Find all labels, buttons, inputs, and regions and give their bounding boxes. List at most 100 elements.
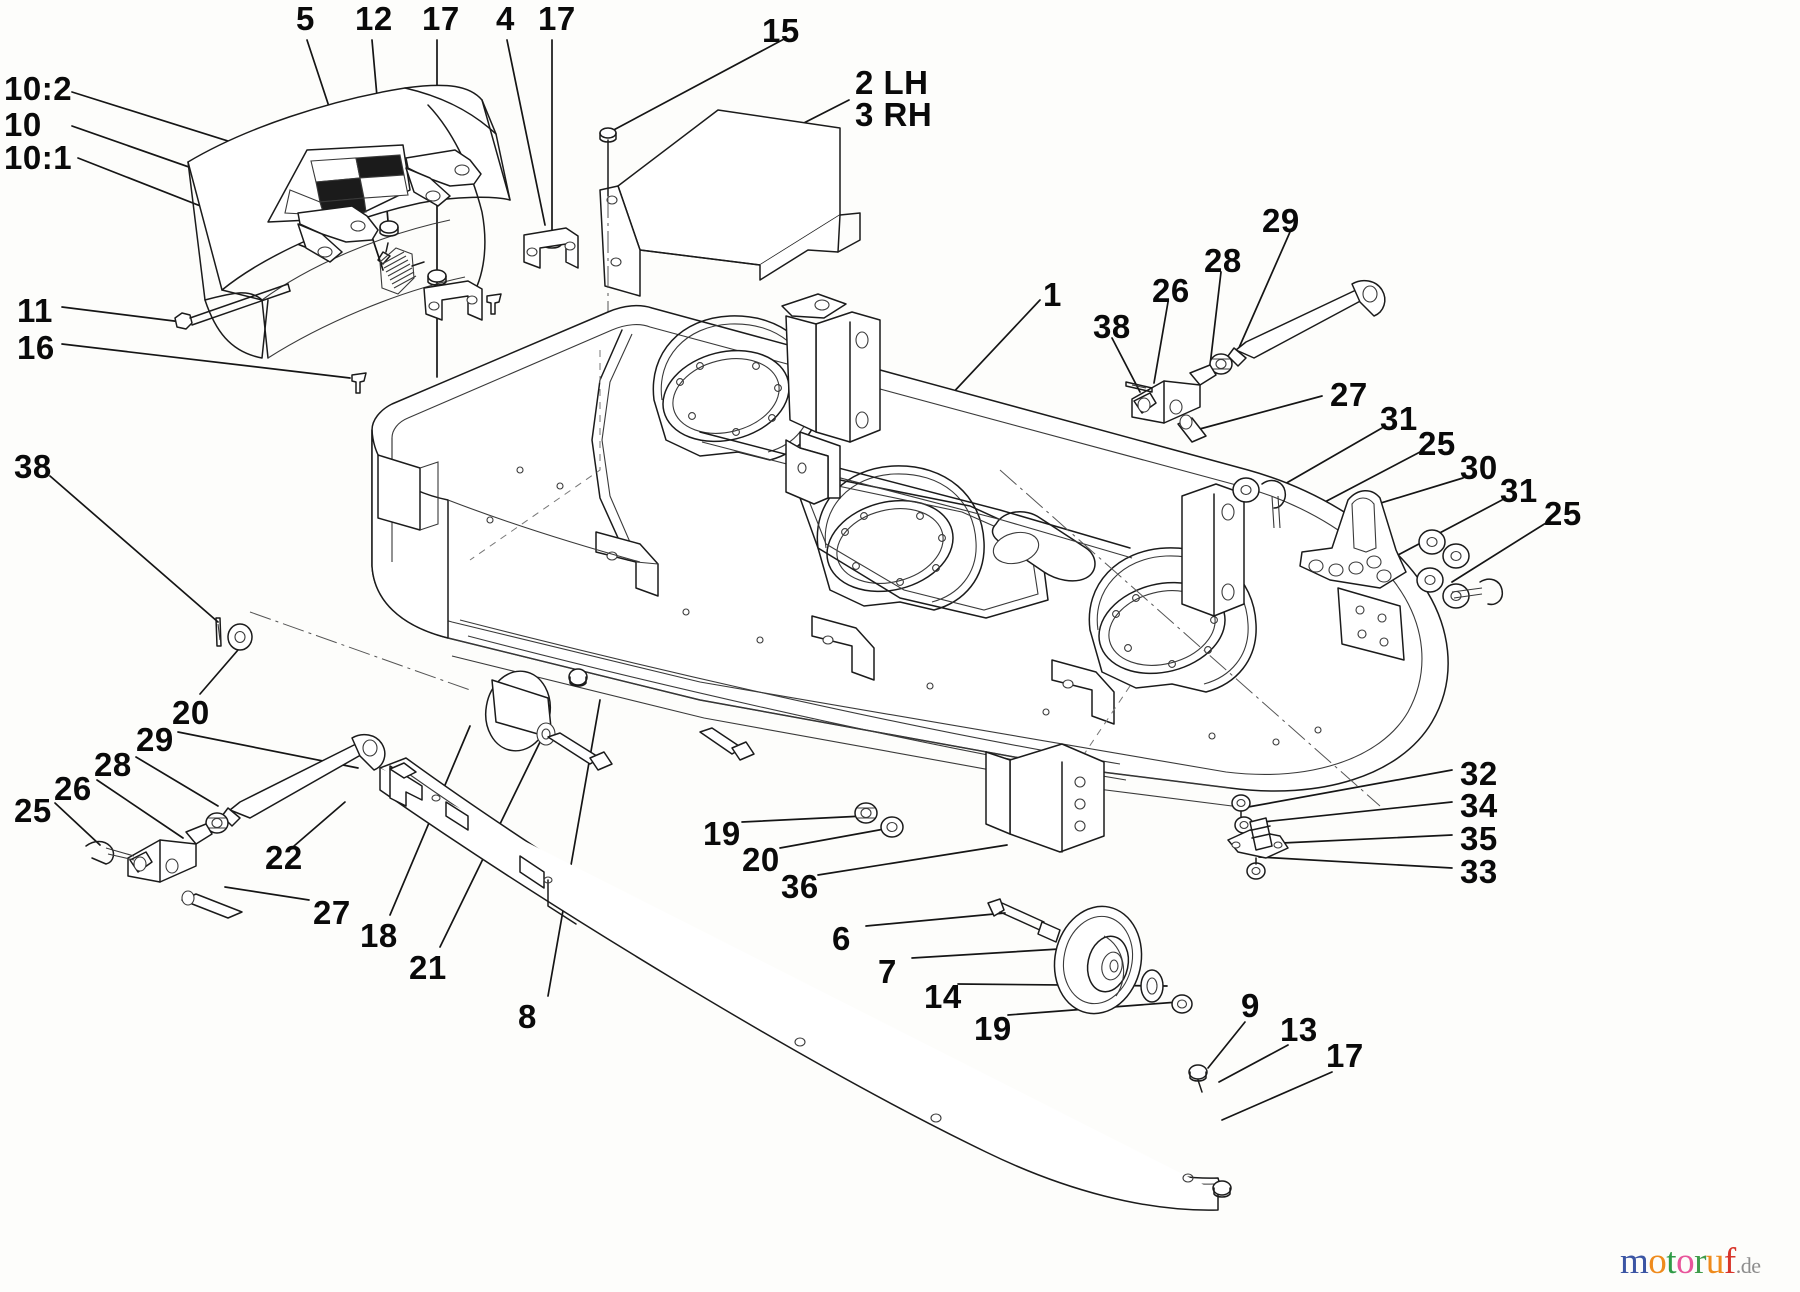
shoulder-bolt-18 [547, 732, 613, 771]
hairpin-clip-25-left [85, 840, 135, 865]
logo-letter-o1: o [1648, 1241, 1667, 1282]
pin-small-left [389, 762, 417, 779]
callout-9: 9 [1241, 987, 1260, 1024]
callout-17-a: 17 [422, 0, 460, 37]
callout-32: 32 [1460, 755, 1498, 792]
callout-4: 4 [496, 0, 515, 37]
callout-8: 8 [518, 998, 537, 1035]
clevis-pin-27-right [1177, 414, 1207, 443]
front-bumper-bar [379, 757, 1232, 1211]
roller-and-spacers [389, 668, 755, 779]
washer-20-left [227, 623, 253, 651]
callout-5: 5 [296, 0, 315, 37]
hairpin-clip-25-right-lower [1451, 578, 1504, 606]
gauge-wheel-assembly [987, 898, 1193, 1015]
callout-31-b: 31 [1500, 472, 1538, 509]
screw-16 [351, 372, 367, 394]
callout-1: 1 [1043, 276, 1062, 313]
callout-31-a: 31 [1380, 400, 1418, 437]
callout-11: 11 [17, 292, 53, 329]
callout-6: 6 [832, 920, 851, 957]
bolt-33 [1246, 857, 1266, 880]
logo-letter-u: u [1705, 1241, 1725, 1282]
callout-25-left: 25 [14, 792, 52, 829]
bolt-9 [1188, 1064, 1208, 1093]
callout-15: 15 [762, 12, 800, 49]
caster-bolt-6 [987, 898, 1061, 943]
callout-18: 18 [360, 917, 398, 954]
logo-letter-f: f [1723, 1241, 1736, 1282]
deck-mount-brackets [781, 293, 1245, 617]
callout-2-lh: 2 LH [855, 64, 929, 101]
callout-14: 14 [924, 978, 962, 1015]
discharge-deflector-group [187, 84, 511, 359]
callout-27-right: 27 [1330, 376, 1368, 413]
callout-29-right: 29 [1262, 202, 1300, 239]
logo-letter-r: r [1694, 1241, 1706, 1282]
cotter-pin-38-right [1125, 381, 1153, 393]
callout-38-left: 38 [14, 448, 52, 485]
roller-brackets [595, 531, 1115, 725]
screw-small [486, 293, 502, 315]
belt-cover-shield [599, 109, 861, 392]
callout-10-1: 10:1 [4, 139, 73, 176]
wheel-spacer-14 [1140, 969, 1164, 1003]
carriage-bolt-11 [174, 283, 291, 330]
extension-spring [377, 242, 425, 295]
roller-bolt-22 [568, 668, 588, 687]
callout-25-a: 25 [1418, 425, 1456, 462]
callout-33: 33 [1460, 853, 1498, 890]
latch-assembly-right [1227, 794, 1289, 880]
callout-21: 21 [409, 949, 447, 986]
clevis-26-right [1131, 364, 1217, 424]
flange-bolt-15 [599, 127, 617, 197]
callout-10: 10 [4, 106, 42, 143]
callout-26-right: 26 [1152, 272, 1190, 309]
flange-nut-17 [427, 269, 447, 286]
rear-lift-bracket [985, 743, 1105, 853]
height-adjust-plate-30 [1232, 477, 1504, 609]
deflector-hinge-hardware [174, 149, 579, 394]
washer-34 [1234, 816, 1254, 834]
callout-17-c: 17 [1326, 1037, 1364, 1074]
callout-19-b: 19 [974, 1010, 1012, 1047]
callout-38-right: 38 [1093, 308, 1131, 345]
lock-nut-19-center [854, 802, 878, 824]
hairpin-clip-25-right-upper [1261, 479, 1286, 529]
nut-32 [1231, 794, 1251, 821]
cotter-pin-38-left [215, 617, 222, 647]
washers-31 [1416, 529, 1470, 609]
jam-nut-28-right [1209, 353, 1233, 375]
jam-nut-28-left [205, 812, 229, 834]
hex-bolt-long [699, 727, 755, 761]
callout-12: 12 [355, 0, 393, 37]
checkerboard-decal [267, 144, 411, 223]
callout-28-left: 28 [94, 746, 132, 783]
logo-letter-t: t [1666, 1241, 1677, 1282]
blade-spindle-openings [662, 349, 1226, 675]
callout-16: 16 [17, 329, 55, 366]
logo-letter-o2: o [1676, 1241, 1695, 1282]
flange-nut-12 [379, 220, 399, 237]
callout-36: 36 [781, 868, 819, 905]
callout-35: 35 [1460, 820, 1498, 857]
center-bottom-fasteners [854, 802, 904, 838]
callout-34: 34 [1460, 787, 1498, 824]
callout-29-left: 29 [136, 721, 174, 758]
lock-nut-19 [1171, 994, 1193, 1014]
mower-deck-housing [249, 293, 1449, 807]
logo-suffix-de: .de [1735, 1253, 1761, 1278]
callout-20-center: 20 [742, 841, 780, 878]
clevis-pin-27-left [181, 890, 243, 919]
callout-20-left: 20 [172, 694, 210, 731]
motoruf-watermark-logo: motoruf.de [1620, 1241, 1761, 1282]
deck-stamped-reliefs [591, 315, 1257, 693]
latch-bracket-35 [1227, 817, 1289, 859]
logo-letter-m: m [1620, 1241, 1649, 1282]
callout-13: 13 [1280, 1011, 1318, 1048]
callout-30: 30 [1460, 449, 1498, 486]
clevis-26-left [127, 823, 213, 883]
washer-20-center [880, 816, 904, 838]
